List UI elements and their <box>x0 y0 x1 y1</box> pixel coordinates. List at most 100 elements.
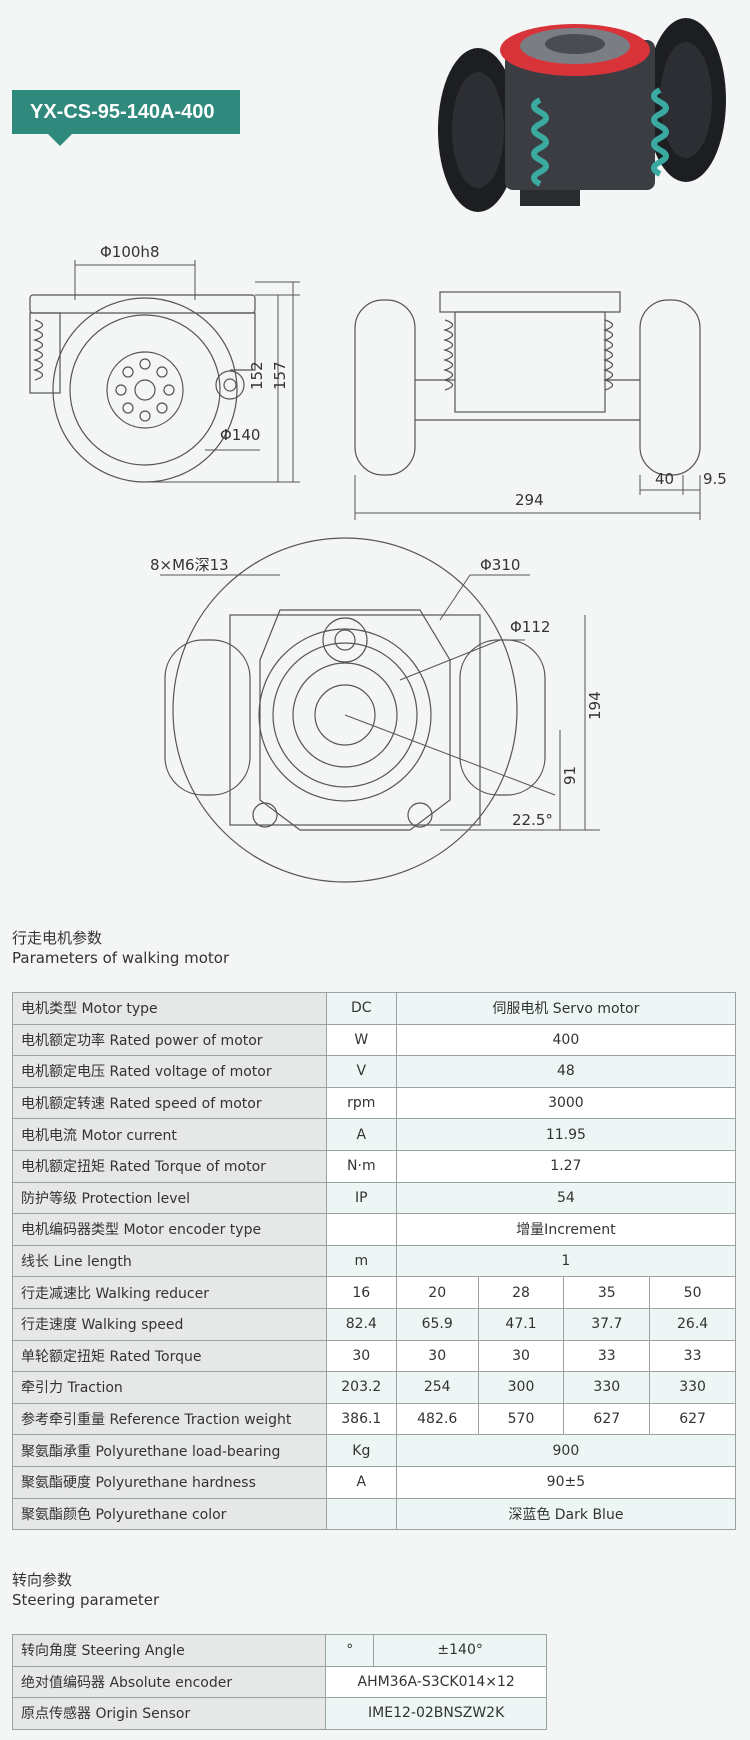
param-value: 35 <box>563 1276 651 1309</box>
product-render-image <box>438 18 726 212</box>
param-unit: rpm <box>325 1086 397 1120</box>
param-value: 50 <box>649 1276 736 1309</box>
dim-offset-40: 40 <box>655 470 674 488</box>
param-value: 627 <box>563 1402 651 1436</box>
table-row: 电机编码器类型 Motor encoder type 增量Increment <box>12 1213 737 1246</box>
param-unit <box>325 1497 397 1531</box>
param-unit: DC <box>325 992 397 1025</box>
param-name: 牵引力 Traction <box>12 1371 327 1404</box>
table-row: 转向角度 Steering Angle°±140° <box>11 1634 547 1667</box>
param-name: 行走速度 Walking speed <box>12 1307 327 1341</box>
param-value: 47.1 <box>477 1307 565 1341</box>
dim-angle: 22.5° <box>512 811 553 829</box>
dim-offset-91: 91 <box>561 766 579 785</box>
side-view <box>29 294 256 483</box>
param-value: 37.7 <box>563 1307 651 1341</box>
dim-height-194: 194 <box>586 691 604 720</box>
dim-wheel: Φ140 <box>220 426 260 444</box>
spring-left <box>531 97 549 187</box>
dim-pcd: Φ310 <box>480 556 520 574</box>
param-value: 482.6 <box>395 1402 479 1436</box>
param-value: 54 <box>395 1181 737 1215</box>
dim-inner: Φ112 <box>510 618 550 636</box>
param-name: 转向角度 Steering Angle <box>11 1634 327 1667</box>
table-row: 聚氨酯颜色 Polyurethane color 深蓝色 Dark Blue <box>12 1497 737 1531</box>
steering-table: 转向角度 Steering Angle°±140°绝对值编码器 Absolute… <box>11 1634 547 1730</box>
param-value: 900 <box>395 1434 737 1467</box>
param-name: 原点传感器 Origin Sensor <box>11 1697 327 1730</box>
dim-holes: 8×M6深13 <box>150 556 229 574</box>
technical-drawing: Φ100h8 152 157 Φ140 294 40 9.5 <box>29 18 727 883</box>
param-value: 33 <box>649 1339 736 1373</box>
dim-height-152: 152 <box>248 361 266 390</box>
param-value: 28 <box>477 1276 565 1309</box>
param-unit: Kg <box>325 1434 397 1467</box>
param-unit: A <box>325 1118 397 1151</box>
param-value: IME12-02BNSZW2K <box>325 1697 547 1730</box>
param-name: 电机电流 Motor current <box>12 1118 327 1151</box>
model-tag: YX-CS-95-140A-400 <box>12 90 240 146</box>
dim-width: 294 <box>515 491 544 509</box>
param-value: 65.9 <box>395 1307 479 1341</box>
param-value: 90±5 <box>395 1465 737 1499</box>
param-name: 单轮额定扭矩 Rated Torque <box>12 1339 327 1373</box>
param-name: 参考牵引重量 Reference Traction weight <box>12 1402 327 1436</box>
param-name: 行走减速比 Walking reducer <box>12 1276 327 1309</box>
param-value: 深蓝色 Dark Blue <box>395 1497 737 1531</box>
param-value: 330 <box>563 1371 651 1404</box>
param-unit: m <box>325 1244 397 1278</box>
param-value: 300 <box>477 1371 565 1404</box>
param-name: 电机额定功率 Rated power of motor <box>12 1023 327 1057</box>
param-unit: ° <box>325 1634 375 1667</box>
dim-bore: Φ100h8 <box>100 243 160 261</box>
param-value: 增量Increment <box>395 1213 737 1246</box>
spring-right <box>651 87 669 177</box>
param-value: 570 <box>477 1402 565 1436</box>
param-name: 聚氨酯承重 Polyurethane load-bearing <box>12 1434 327 1467</box>
param-name: 电机额定扭矩 Rated Torque of motor <box>12 1149 327 1183</box>
param-value: 20 <box>395 1276 479 1309</box>
param-unit: W <box>325 1023 397 1057</box>
param-name: 电机额定转速 Rated speed of motor <box>12 1086 327 1120</box>
param-name: 电机额定电压 Rated voltage of motor <box>12 1055 327 1088</box>
param-unit: IP <box>325 1181 397 1215</box>
param-name: 聚氨酯硬度 Polyurethane hardness <box>12 1465 327 1499</box>
param-value: 48 <box>395 1055 737 1088</box>
param-value: ±140° <box>373 1634 547 1667</box>
param-value: 1 <box>395 1244 737 1278</box>
param-value: 16 <box>325 1276 397 1309</box>
param-value: 30 <box>325 1339 397 1373</box>
param-value: 11.95 <box>395 1118 737 1151</box>
param-value: 26.4 <box>649 1307 736 1341</box>
param-name: 线长 Line length <box>12 1244 327 1278</box>
param-value: 203.2 <box>325 1371 397 1404</box>
param-name: 电机类型 Motor type <box>12 992 327 1025</box>
dim-height-157: 157 <box>271 361 289 390</box>
param-value: 伺服电机 Servo motor <box>395 992 737 1025</box>
param-value: 400 <box>395 1023 737 1057</box>
steering-title-en: Steering parameter <box>12 1591 160 1609</box>
param-name: 聚氨酯颜色 Polyurethane color <box>12 1497 327 1531</box>
param-value: AHM36A-S3CK014×12 <box>325 1665 547 1699</box>
param-name: 电机编码器类型 Motor encoder type <box>12 1213 327 1246</box>
walking-motor-title-cn: 行走电机参数 <box>12 929 103 947</box>
dim-offset-9-5: 9.5 <box>703 470 727 488</box>
param-value: 82.4 <box>325 1307 397 1341</box>
